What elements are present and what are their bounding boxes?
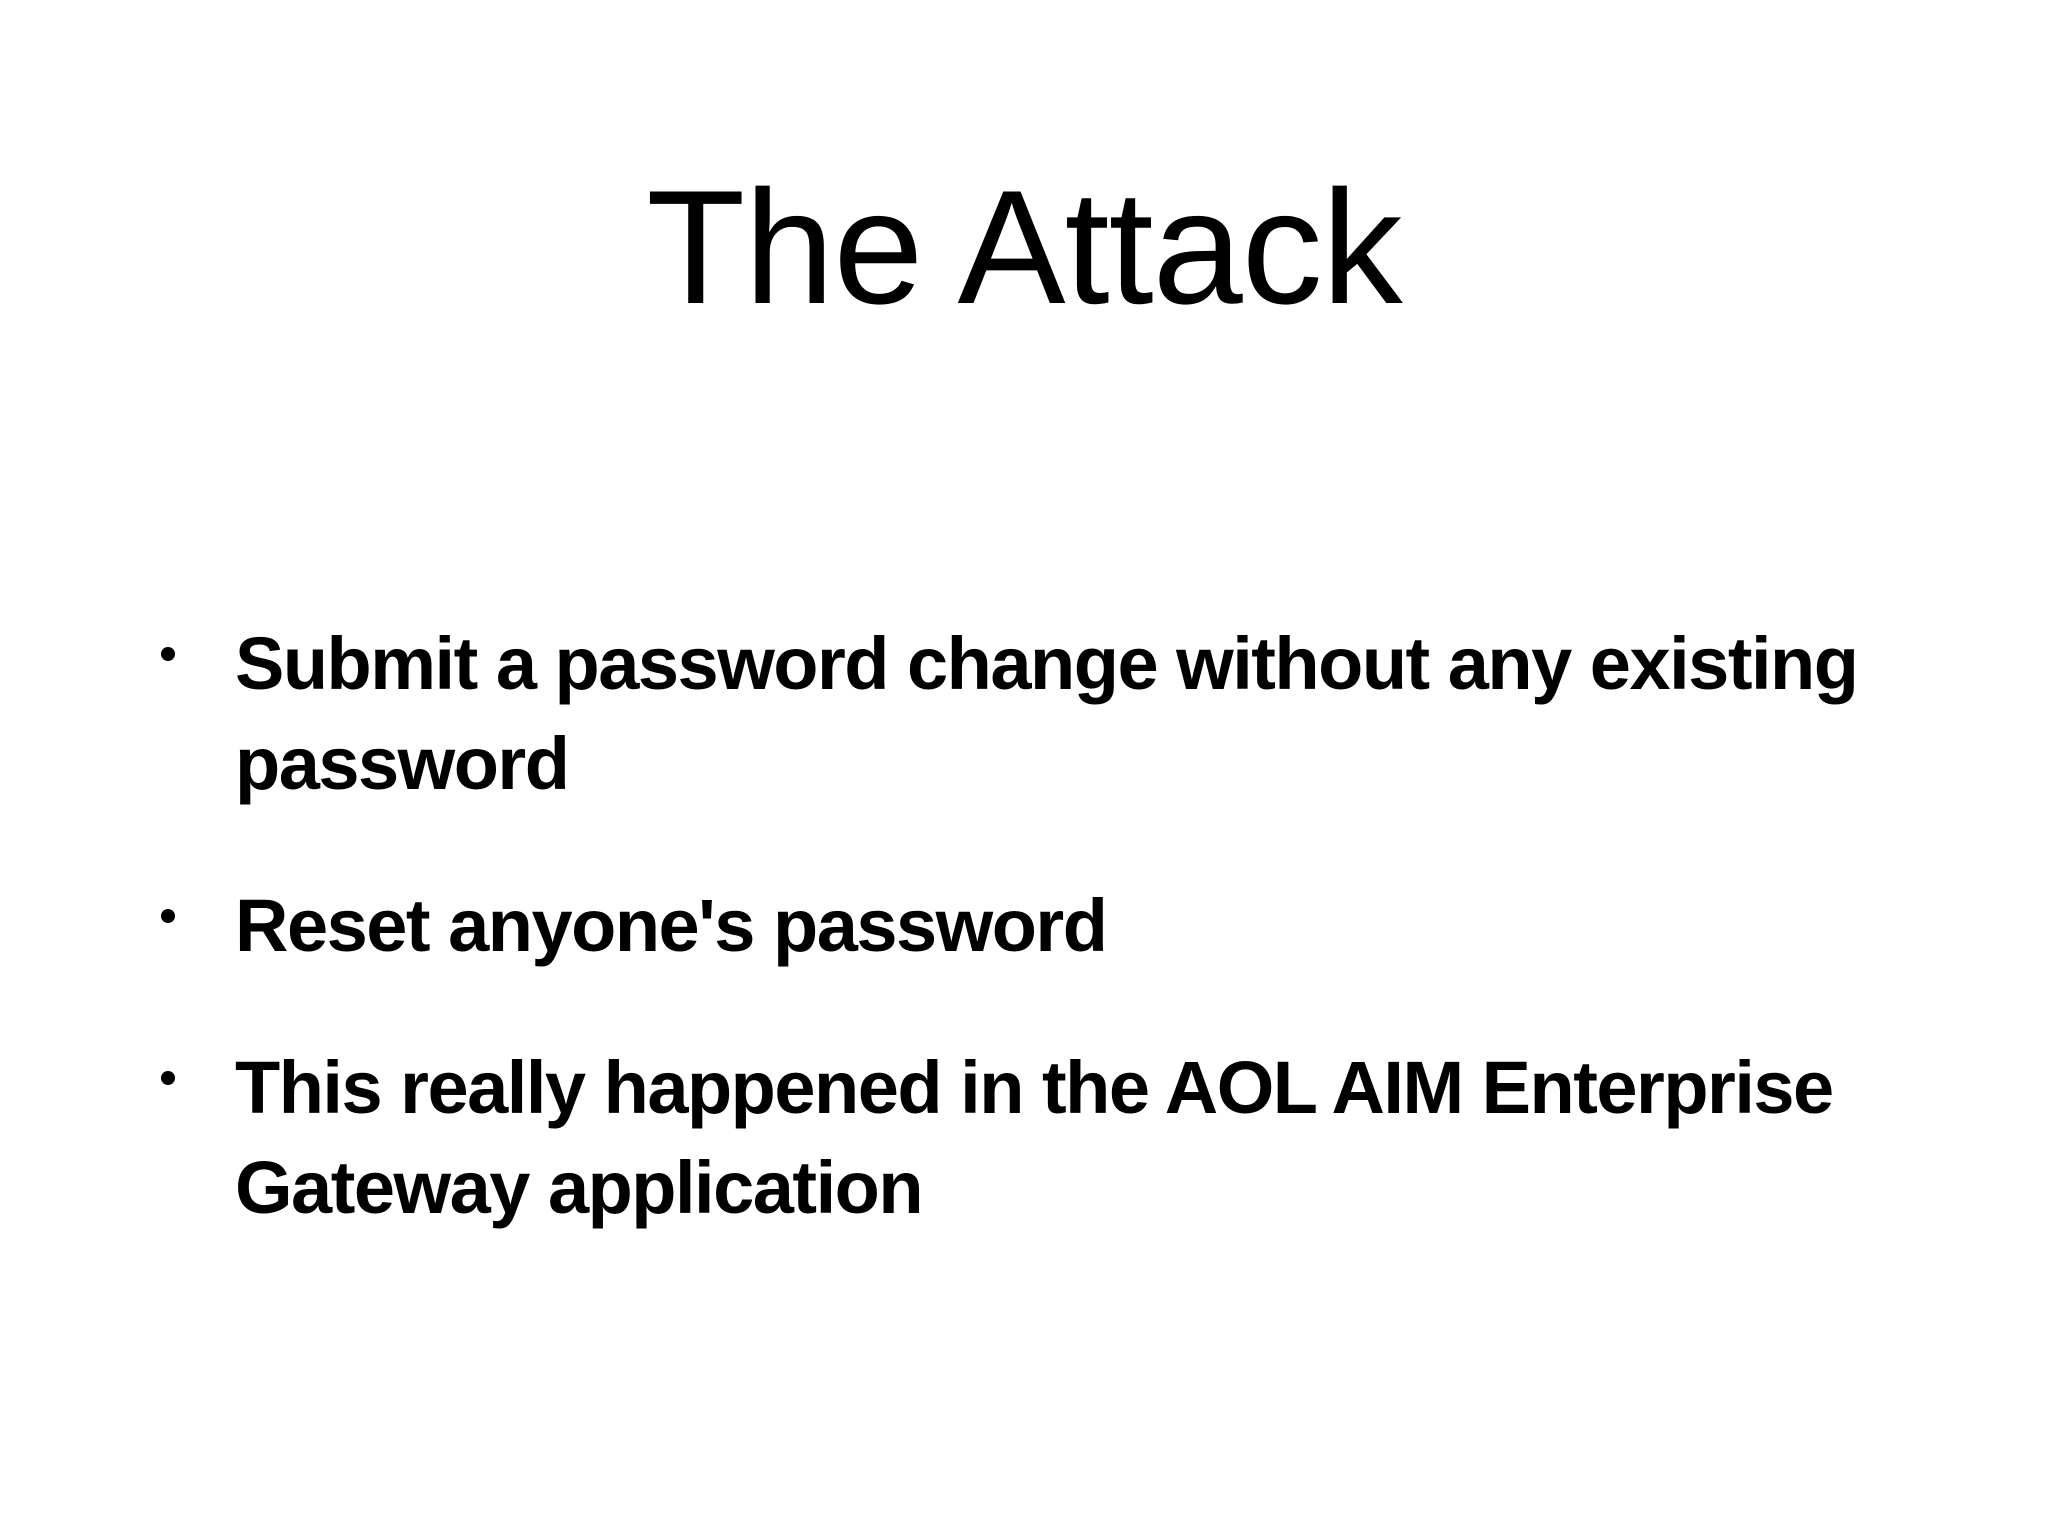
bullet-text-1: Submit a password change without any exi… bbox=[235, 622, 1859, 805]
bullet-dot-icon bbox=[161, 1071, 175, 1085]
bullet-dot-icon bbox=[161, 909, 175, 923]
bullet-list: Submit a password change without any exi… bbox=[161, 614, 1895, 1238]
bullet-text-3: This really happened in the AOL AIM Ente… bbox=[235, 1046, 1834, 1229]
bullet-item-1: Submit a password change without any exi… bbox=[161, 614, 1895, 814]
bullet-item-3: This really happened in the AOL AIM Ente… bbox=[161, 1038, 1895, 1238]
bullet-dot-icon bbox=[161, 647, 175, 661]
bullet-text-2: Reset anyone's password bbox=[235, 884, 1108, 967]
bullet-item-2: Reset anyone's password bbox=[161, 876, 1895, 976]
slide-title: The Attack bbox=[646, 157, 1402, 338]
